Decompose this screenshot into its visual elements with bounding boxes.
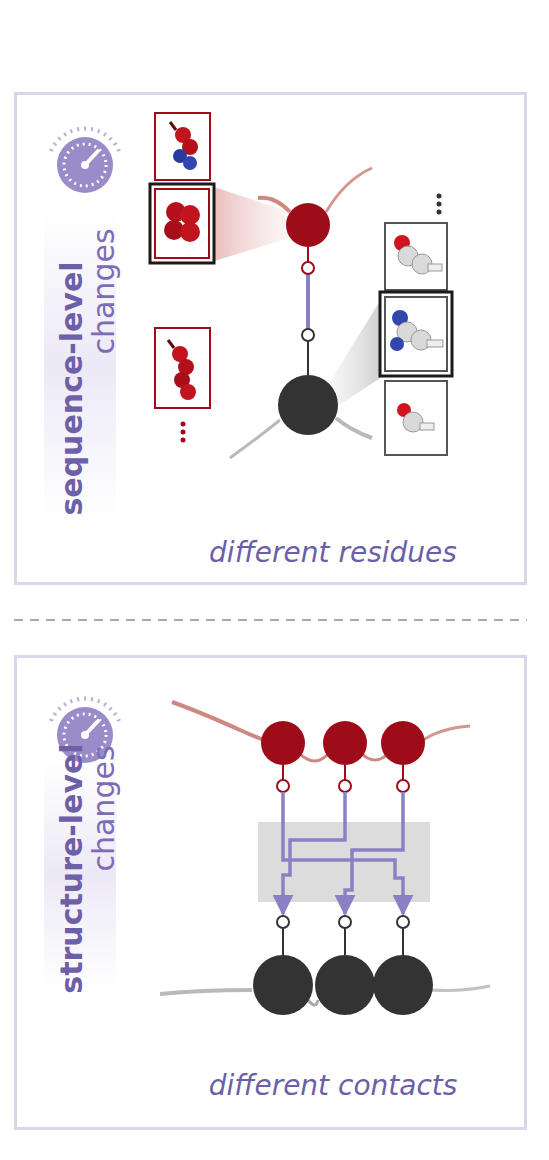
ellipsis-dots bbox=[437, 194, 442, 215]
backbone-wisp bbox=[230, 420, 280, 458]
panel-title: structure-level bbox=[55, 743, 88, 993]
panel-caption: different contacts bbox=[209, 1071, 458, 1102]
residue-box bbox=[385, 223, 447, 290]
panel-box: sequence-levelchanges different residues bbox=[14, 92, 527, 585]
backbone-wisp bbox=[326, 168, 372, 212]
panel-caption: different residues bbox=[209, 538, 457, 569]
residue-box bbox=[155, 328, 210, 408]
residue-box bbox=[150, 184, 214, 263]
residue-node bbox=[261, 721, 425, 765]
residue-node bbox=[278, 375, 338, 435]
ellipsis-dots bbox=[181, 422, 186, 443]
contact-link bbox=[306, 274, 310, 329]
zoom-wedge bbox=[211, 186, 296, 262]
panel-title: sequence-level bbox=[55, 261, 88, 515]
contact-port bbox=[302, 262, 314, 274]
residue-box bbox=[385, 381, 447, 455]
panel-title: changes bbox=[86, 228, 119, 354]
contact-port bbox=[302, 329, 314, 341]
separator bbox=[14, 619, 527, 621]
backbone-wisp bbox=[172, 702, 272, 742]
residue-box bbox=[155, 113, 210, 180]
residue-node bbox=[286, 203, 330, 247]
panel-title: changes bbox=[86, 745, 119, 871]
backbone-wisp bbox=[336, 418, 372, 438]
backbone-wisp bbox=[160, 990, 252, 994]
residue-node bbox=[253, 955, 433, 1015]
contact-port bbox=[277, 780, 409, 792]
residue-box bbox=[380, 292, 452, 376]
contact-wire bbox=[283, 792, 403, 914]
panel-box: structure-levelchanges different contacts bbox=[14, 655, 527, 1130]
contact-port bbox=[277, 916, 409, 928]
gauge-icon bbox=[51, 129, 119, 193]
